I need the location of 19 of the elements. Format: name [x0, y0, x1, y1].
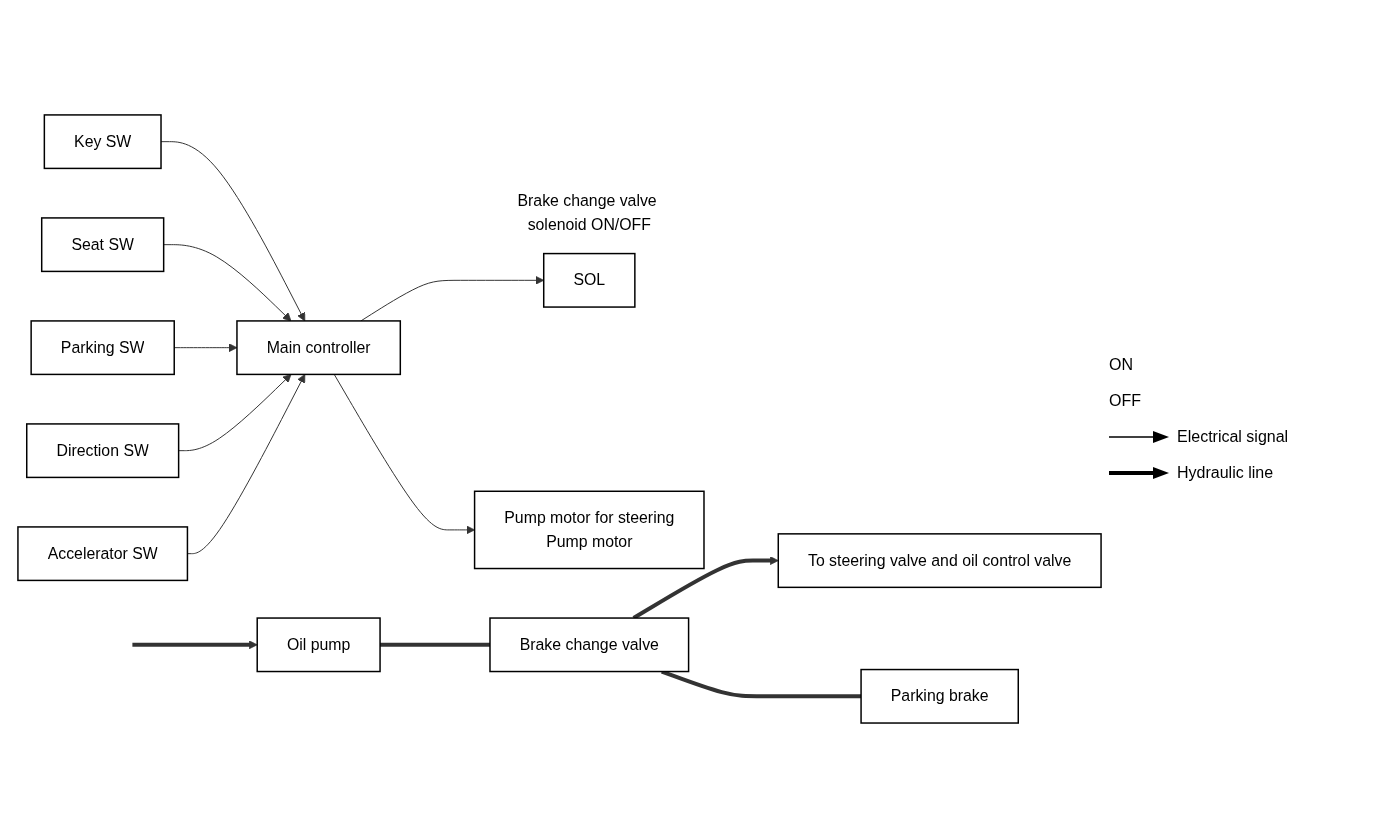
state-label: ON: [1109, 355, 1134, 374]
node-box: Main controller: [236, 319, 402, 375]
node-label: Brake change valve solenoid ON/OFF: [517, 191, 657, 233]
node-box: Seat SW: [40, 216, 165, 272]
legend-label: Electrical signal: [1177, 427, 1289, 446]
connector: [380, 642, 490, 647]
node-box: Parking brake: [860, 668, 1019, 724]
node-box: Pump motor for steering Pump motor: [473, 490, 705, 569]
node-box: Oil pump: [256, 616, 381, 672]
node-box: Key SW: [43, 113, 162, 169]
legend-label: Hydraulic line: [1177, 463, 1274, 482]
state-label: OFF: [1109, 391, 1142, 410]
node-box: Brake change valve: [489, 616, 690, 672]
node-box: To steering valve and oil control valve: [777, 532, 1102, 588]
node-box: SOL: [542, 252, 636, 308]
node-box: Direction SW: [26, 422, 180, 478]
node-box: Accelerator SW: [17, 525, 189, 581]
node-box: Parking SW: [30, 319, 175, 375]
arrow: [132, 639, 258, 649]
